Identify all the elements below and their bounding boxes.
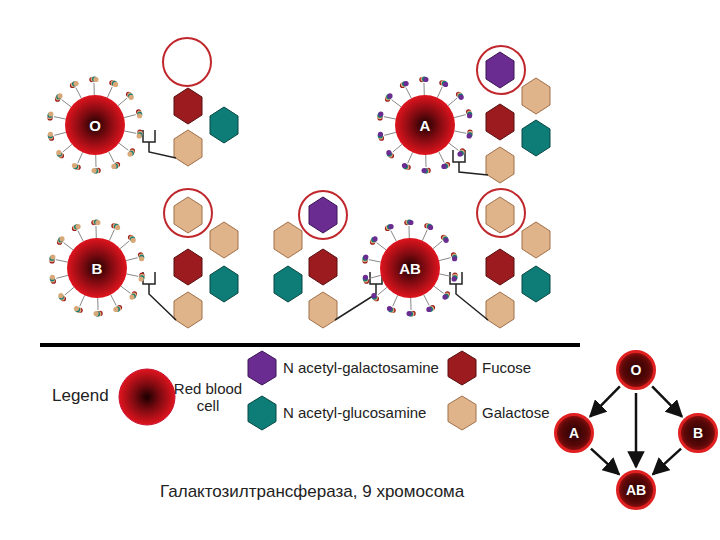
highlight-ring xyxy=(477,46,525,94)
sugar-hexagon xyxy=(309,292,337,328)
legend-text: N acetyl-glucosamine xyxy=(283,404,426,421)
linkage-bracket xyxy=(143,130,176,158)
highlight-ring xyxy=(299,191,347,239)
sugar-hexagon xyxy=(210,222,238,258)
blood-group-label: AB xyxy=(626,482,646,498)
sugar-hexagon xyxy=(486,249,514,285)
blood-group-label: O xyxy=(89,117,101,134)
blood-group-label: O xyxy=(631,362,642,378)
sugar-hexagon xyxy=(210,107,238,143)
linkage-bracket xyxy=(450,272,488,320)
blood-group-circle: B xyxy=(678,413,718,453)
legend-swatch xyxy=(119,369,175,425)
legend-swatch xyxy=(248,351,276,385)
sugar-hexagon xyxy=(274,266,302,302)
sugar-hexagon xyxy=(522,78,550,114)
sugar-hexagon xyxy=(174,130,202,166)
sugar-hexagon xyxy=(174,249,202,285)
inheritance-arrow xyxy=(652,386,682,416)
highlight-ring xyxy=(477,189,525,237)
blood-group-circle: AB xyxy=(616,470,656,510)
sugar-hexagon xyxy=(486,104,514,140)
red-blood-cell: O xyxy=(65,95,125,155)
inheritance-arrow xyxy=(653,449,681,475)
legend-swatch-rim xyxy=(119,369,175,425)
red-blood-cell: A xyxy=(395,95,455,155)
legend-swatch xyxy=(448,351,476,385)
blood-group-label: A xyxy=(569,425,579,441)
caption: Галактозилтрансфераза, 9 хромосома xyxy=(160,482,464,502)
sugar-hexagon xyxy=(174,88,202,124)
sugar-hexagon xyxy=(174,292,202,328)
legend-heading: Legend xyxy=(52,386,109,406)
red-blood-cell: AB xyxy=(380,238,440,298)
red-blood-cell: B xyxy=(67,238,127,298)
linkage-bracket xyxy=(453,150,488,175)
surface-antigens xyxy=(362,219,458,316)
blood-group-label: A xyxy=(420,117,431,134)
inheritance-arrow xyxy=(590,386,620,416)
legend-swatch xyxy=(248,396,276,430)
surface-antigens xyxy=(49,219,145,316)
sugar-hexagon xyxy=(522,266,550,302)
blood-group-circle: O xyxy=(616,350,656,390)
sugar-hexagon xyxy=(522,120,550,156)
surface-antigens xyxy=(377,76,473,173)
sugar-hexagon xyxy=(309,249,337,285)
linkage-bracket xyxy=(143,272,176,320)
legend-text: Fucose xyxy=(482,359,531,376)
inheritance-arrow xyxy=(635,393,638,467)
legend-text: Galactose xyxy=(482,404,550,421)
sugar-hexagon xyxy=(274,222,302,258)
sugar-hexagon xyxy=(486,292,514,328)
sugar-hexagon xyxy=(522,222,550,258)
sugar-hexagon xyxy=(174,197,202,233)
highlight-ring xyxy=(164,189,212,237)
surface-antigens xyxy=(47,76,143,173)
legend-text: N acetyl-galactosamine xyxy=(283,359,439,376)
blood-group-label: B xyxy=(92,260,103,277)
legend-swatch xyxy=(448,396,476,430)
legend-text: Red blood cell xyxy=(170,380,246,414)
inheritance-arrow xyxy=(591,449,619,475)
sugar-hexagon xyxy=(486,197,514,233)
divider-line xyxy=(40,343,580,347)
sugar-hexagon xyxy=(486,147,514,183)
blood-group-label: B xyxy=(693,425,703,441)
sugar-hexagon xyxy=(210,266,238,302)
linkage-bracket xyxy=(335,272,382,320)
blood-group-label: AB xyxy=(399,260,421,277)
highlight-ring xyxy=(163,38,211,86)
blood-group-circle: A xyxy=(554,413,594,453)
sugar-hexagon xyxy=(309,197,337,233)
sugar-hexagon xyxy=(486,52,514,88)
